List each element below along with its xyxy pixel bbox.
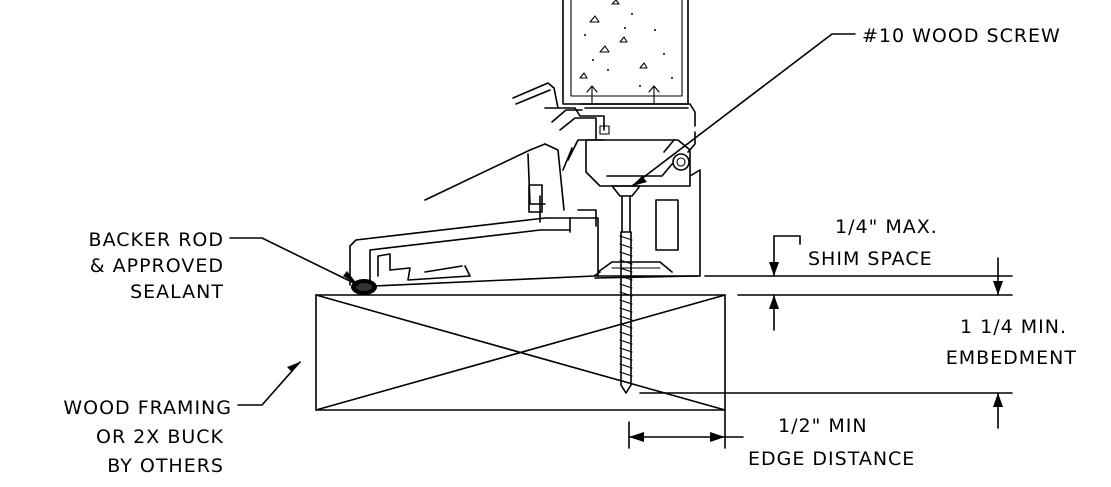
wood-screw [611, 185, 641, 394]
leader-screw [631, 33, 856, 187]
concrete-speckle [579, 0, 673, 87]
label-wood-framing-2: OR 2X BUCK [96, 426, 224, 448]
glazing-bead [512, 82, 696, 141]
backer-rod [351, 279, 377, 295]
window-frame [349, 131, 701, 288]
label-wood-screw: #10 WOOD SCREW [862, 25, 1061, 47]
label-edge-distance-1: 1/2" MIN [778, 415, 868, 437]
dimension-embedment [639, 257, 1013, 429]
label-wood-framing-3: BY OTHERS [107, 455, 224, 477]
leader-backer [229, 237, 359, 286]
dimension-edge-distance [628, 409, 744, 449]
label-backer-rod-1: BACKER ROD [89, 229, 224, 251]
dimension-shim-space [704, 235, 1013, 331]
wood-framing [315, 294, 726, 411]
leader-framing [237, 361, 301, 406]
label-shim-space-1: 1/4" MAX. [835, 216, 938, 238]
label-embedment-2: EMBEDMENT [946, 347, 1077, 369]
label-edge-distance-2: EDGE DISTANCE [748, 448, 915, 470]
label-backer-rod-3: SEALANT [130, 281, 224, 303]
label-shim-space-2: SHIM SPACE [808, 248, 933, 270]
label-backer-rod-2: & APPROVED [90, 255, 224, 277]
label-embedment-1: 1 1/4 MIN. [960, 316, 1067, 338]
glass-panel [562, 0, 689, 105]
label-wood-framing-1: WOOD FRAMING [63, 397, 232, 419]
